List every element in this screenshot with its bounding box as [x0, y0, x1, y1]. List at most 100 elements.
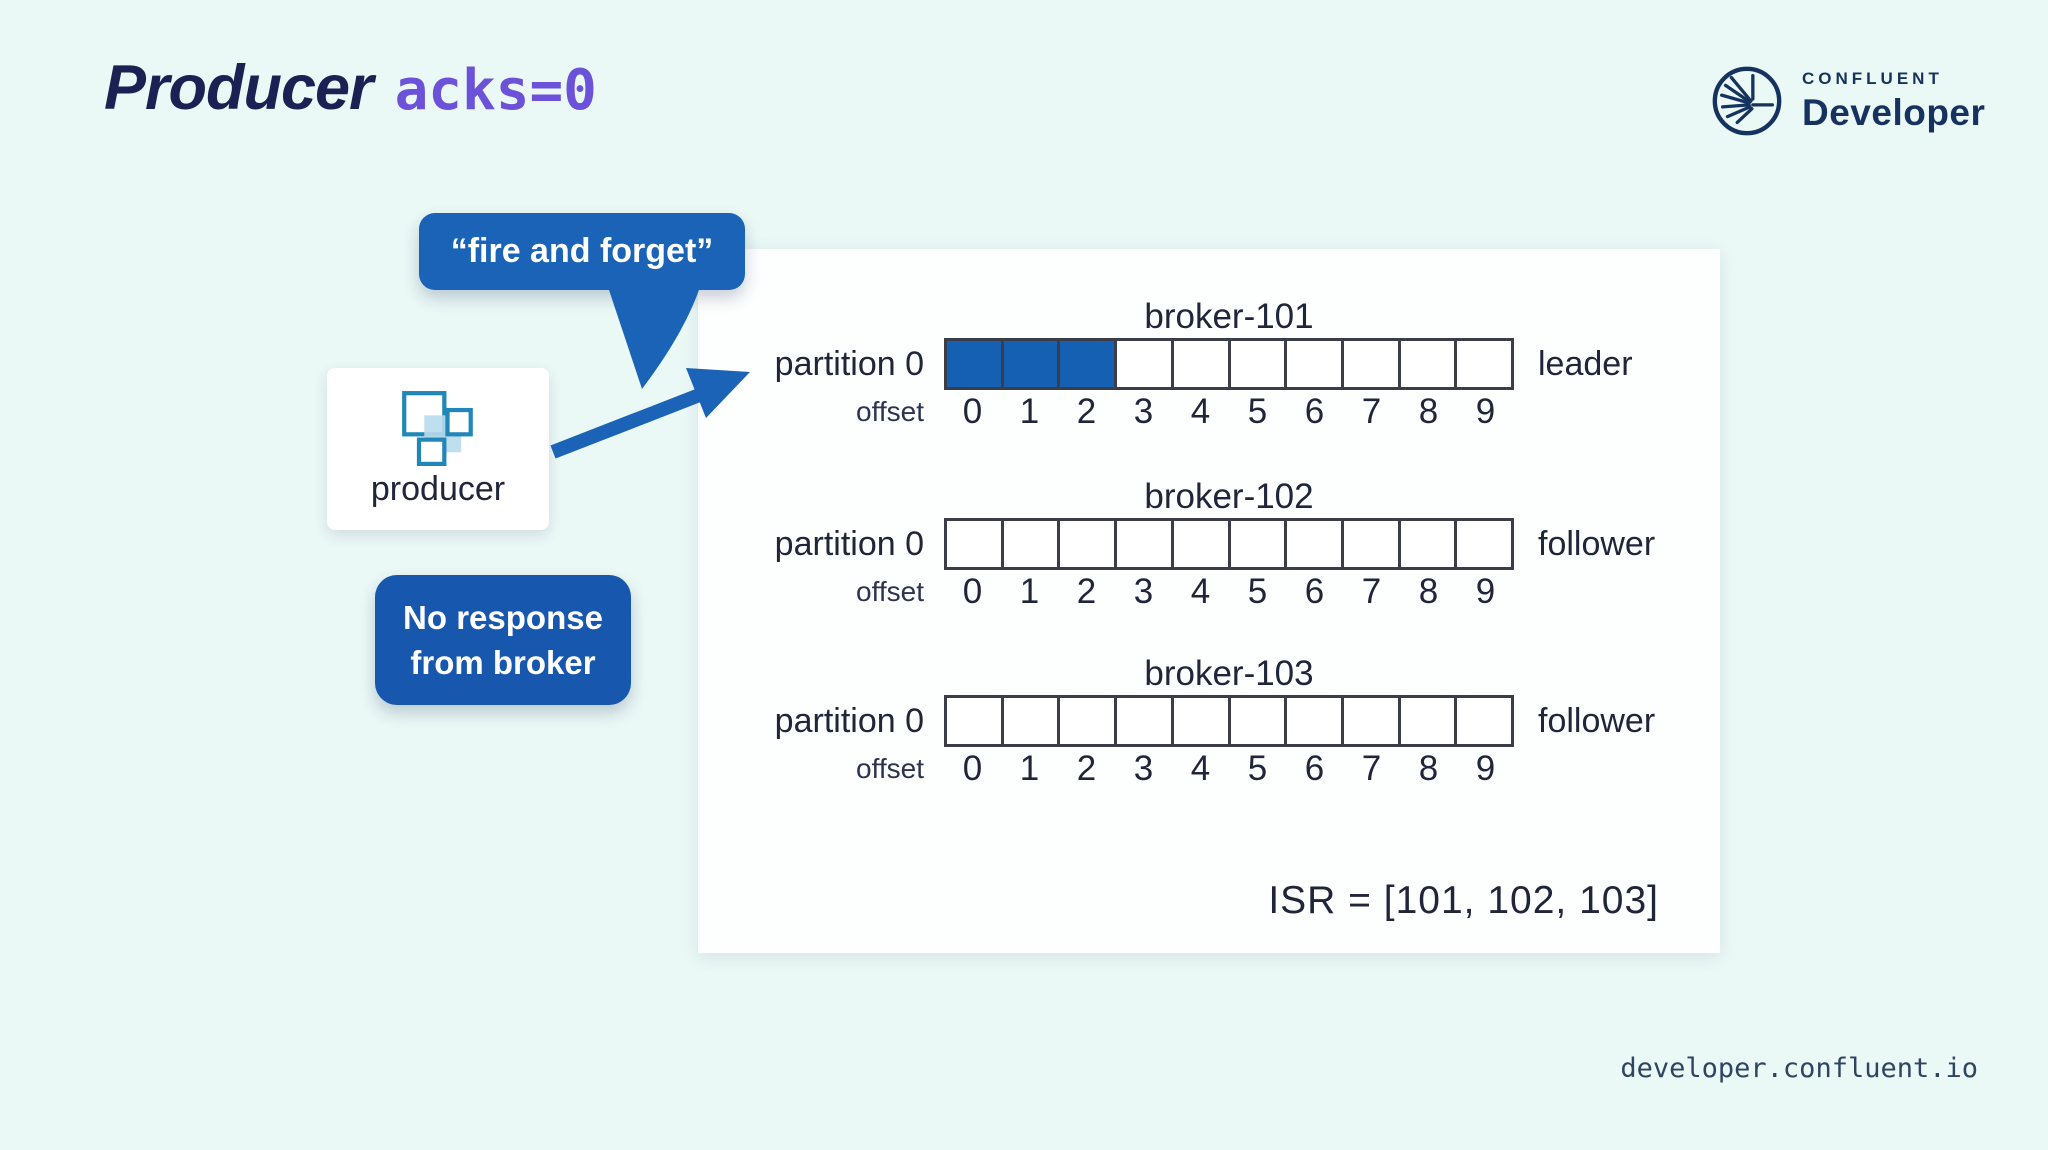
offset-number: 3 [1133, 572, 1154, 611]
fire-and-forget-text: “fire and forget” [450, 232, 714, 270]
partition-cell [1284, 341, 1341, 387]
logo-brand-text: CONFLUENT [1802, 68, 1943, 88]
offset-number: 0 [962, 392, 983, 431]
title-acks-code: acks=0 [394, 58, 597, 123]
broker-row: partition 0 follower [698, 518, 1655, 570]
partition-cell [1114, 341, 1171, 387]
logo-wordmark: CONFLUENT Developer [1802, 69, 1985, 134]
broker-title: broker-103 [1144, 654, 1314, 693]
partition-cell [947, 698, 1001, 744]
offset-number: 5 [1247, 572, 1268, 611]
partition-label: partition 0 [774, 701, 924, 740]
partition-cell [1057, 521, 1114, 567]
partition-cell [1170, 698, 1228, 744]
partition-cell [1454, 698, 1511, 744]
confluent-developer-logo: CONFLUENT Developer [1708, 62, 1985, 140]
offset-number: 5 [1247, 749, 1268, 788]
partition-cell [1397, 698, 1455, 744]
logo-product-text: Developer [1802, 91, 1986, 133]
no-response-line1: No response [403, 599, 603, 636]
producer-node: producer [327, 368, 549, 530]
offset-number: 7 [1361, 749, 1382, 788]
partition-cell [1227, 698, 1285, 744]
offset-number: 8 [1418, 392, 1439, 431]
partition-cell [1170, 521, 1228, 567]
partition-cell [1454, 521, 1511, 567]
partition-cell [1057, 698, 1114, 744]
partition-cell [1227, 341, 1285, 387]
broker-row: partition 0 follower [698, 695, 1655, 747]
partition-cell [1284, 698, 1341, 744]
broker-group: broker-102 partition 0 follower offset 0… [698, 477, 1720, 637]
partition-cell [947, 341, 1001, 387]
partition-cell [1114, 521, 1171, 567]
broker-title: broker-101 [1144, 297, 1314, 336]
offset-number: 4 [1190, 392, 1211, 431]
offset-number: 4 [1190, 749, 1211, 788]
no-response-line2: from broker [410, 644, 596, 681]
offset-label: offset [856, 396, 924, 427]
partition-cell [1454, 341, 1511, 387]
offset-number: 1 [1019, 392, 1040, 431]
offset-number: 9 [1475, 572, 1496, 611]
partition-label: partition 0 [774, 344, 924, 383]
partition-cell [1000, 341, 1058, 387]
partition-cells [944, 695, 1514, 747]
broker-group: broker-103 partition 0 follower offset 0… [698, 654, 1720, 814]
partition-cell [1057, 341, 1115, 387]
offset-number: 6 [1304, 572, 1325, 611]
speech-bubble-tail [608, 287, 700, 389]
producer-label: producer [370, 469, 506, 508]
confluent-logo-icon [1712, 66, 1782, 136]
offset-number: 0 [962, 749, 983, 788]
partition-cell [1340, 698, 1398, 744]
offset-label: offset [856, 576, 924, 607]
offset-number: 7 [1361, 392, 1382, 431]
offset-number: 3 [1133, 392, 1154, 431]
broker-role-label: follower [1538, 524, 1656, 563]
offset-number: 1 [1019, 749, 1040, 788]
partition-cells [944, 518, 1514, 570]
partition-cell [1340, 521, 1398, 567]
partition-cell [1397, 341, 1455, 387]
offset-number: 3 [1133, 749, 1154, 788]
isr-text: ISR = [101, 102, 103] [1268, 879, 1659, 922]
partition-cell [947, 521, 1001, 567]
offset-number: 9 [1475, 392, 1496, 431]
partition-cell [1227, 521, 1285, 567]
offset-number: 2 [1076, 749, 1097, 788]
offset-number: 8 [1418, 749, 1439, 788]
broker-role-label: follower [1538, 701, 1656, 740]
broker-title: broker-102 [1144, 477, 1314, 516]
title-producer: Producer [104, 53, 374, 123]
partition-cells [944, 338, 1514, 390]
offset-number: 8 [1418, 572, 1439, 611]
partition-cell [1000, 521, 1058, 567]
partition-cell [1340, 341, 1398, 387]
partition-label: partition 0 [774, 524, 924, 563]
offset-label: offset [856, 753, 924, 784]
offset-number: 2 [1076, 572, 1097, 611]
partition-cell [1284, 521, 1341, 567]
offset-number: 2 [1076, 392, 1097, 431]
partition-cell [1114, 698, 1171, 744]
offset-number: 5 [1247, 392, 1268, 431]
no-response-callout: No response from broker [375, 575, 631, 705]
offset-number: 6 [1304, 749, 1325, 788]
offset-number: 4 [1190, 572, 1211, 611]
offset-number: 7 [1361, 572, 1382, 611]
offset-number: 1 [1019, 572, 1040, 611]
fire-and-forget-bubble: “fire and forget” [419, 213, 745, 290]
partition-cell [1397, 521, 1455, 567]
offset-number: 6 [1304, 392, 1325, 431]
